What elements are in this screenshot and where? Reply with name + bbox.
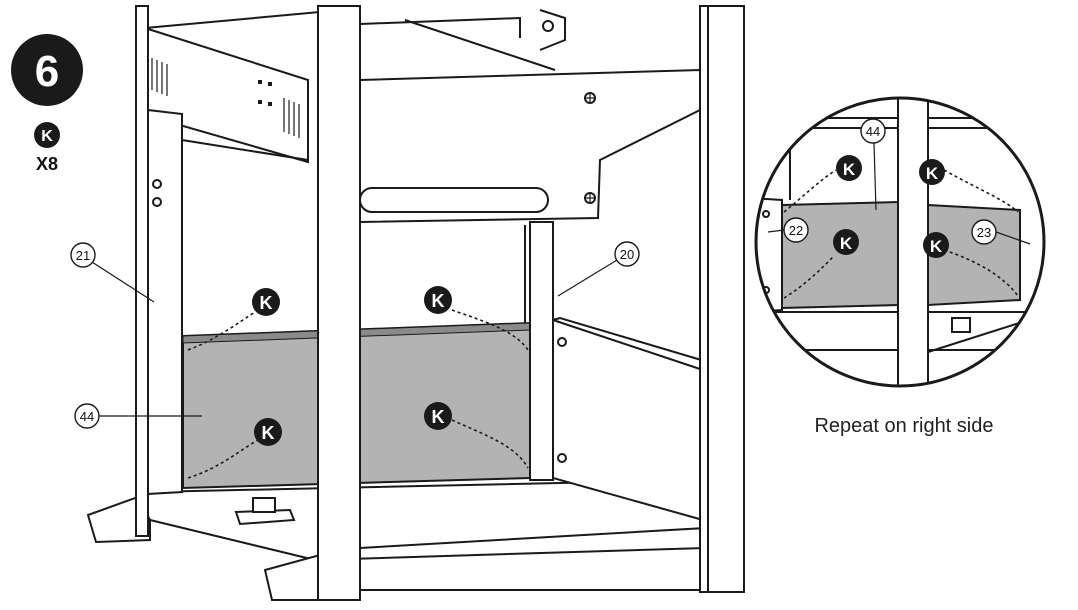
- fastener-path-2: [187, 439, 259, 479]
- side-hole-2: [557, 453, 567, 463]
- svg-text:20: 20: [620, 247, 634, 262]
- leg-front-left: [317, 5, 361, 601]
- detail-center-post: [897, 98, 929, 386]
- fastener-path-1: [187, 311, 256, 351]
- fastener-path-3: [451, 309, 529, 351]
- fastener-badge-6: K: [833, 229, 859, 255]
- detail-bolt-icon: [951, 317, 971, 333]
- foot-left: [86, 495, 151, 544]
- leg-left-back: [135, 5, 149, 537]
- handle-slot: [359, 187, 549, 213]
- svg-text:44: 44: [866, 124, 880, 139]
- fastener-badge-1: K: [252, 288, 280, 316]
- detail-callout-23: 23: [971, 219, 1031, 245]
- hardware-badge: [34, 122, 60, 148]
- svg-text:K: K: [432, 407, 445, 427]
- detail-view: K K K K 44 22 23: [754, 96, 1046, 388]
- leg-front-right: [699, 5, 745, 593]
- bracket-screws: [542, 20, 596, 204]
- vent-slots-left: [151, 58, 168, 96]
- callout-21: 21: [70, 242, 155, 303]
- hardware-quantity: X8: [36, 154, 58, 174]
- fastener-badge-7: K: [919, 159, 945, 185]
- vent-slots-right: [283, 98, 300, 138]
- right-side-panel-lip: [552, 316, 709, 363]
- leg-hole-2: [152, 197, 162, 207]
- svg-text:K: K: [843, 160, 856, 179]
- detail-callout-44: 44: [860, 118, 886, 211]
- hardware-badge-letter: K: [41, 128, 53, 145]
- detail-caption: Repeat on right side: [814, 415, 993, 437]
- svg-text:K: K: [260, 293, 273, 313]
- cabinet-illustration: [86, 5, 745, 601]
- svg-text:K: K: [262, 423, 275, 443]
- fastener-badge-8: K: [923, 232, 949, 258]
- fastener-badge-3: K: [424, 286, 452, 314]
- upper-corner: [539, 9, 566, 51]
- floor-bolt-icon: [234, 497, 296, 526]
- fastener-badge-5: K: [836, 155, 862, 181]
- upper-shelf: [359, 16, 556, 71]
- foot-front: [263, 553, 327, 601]
- svg-text:22: 22: [789, 223, 803, 238]
- right-side-panel: [552, 318, 704, 522]
- step-indicator: 6: [11, 34, 83, 106]
- svg-text:K: K: [432, 291, 445, 311]
- side-hole-1: [557, 337, 567, 347]
- svg-text:K: K: [930, 237, 943, 256]
- leg-20: [529, 221, 554, 481]
- fastener-path-4: [451, 419, 529, 469]
- step-number: 6: [35, 47, 59, 96]
- leg-hole-1: [152, 179, 162, 189]
- detail-callout-22: 22: [767, 217, 809, 243]
- fastener-badge-2: K: [254, 418, 282, 446]
- hardware-key: K X8: [34, 122, 60, 174]
- detail-circle-border: [754, 96, 1046, 388]
- base-plate-front-edge: [149, 519, 706, 562]
- step-circle: [11, 34, 83, 106]
- panel-holes: [258, 80, 272, 106]
- callout-44: 44: [74, 403, 202, 429]
- callout-20: 20: [557, 241, 640, 297]
- svg-text:21: 21: [76, 248, 90, 263]
- svg-text:K: K: [926, 164, 939, 183]
- svg-text:23: 23: [977, 225, 991, 240]
- svg-text:44: 44: [80, 409, 94, 424]
- fastener-badge-4: K: [424, 402, 452, 430]
- svg-text:K: K: [840, 234, 853, 253]
- upper-bracket: [359, 68, 701, 223]
